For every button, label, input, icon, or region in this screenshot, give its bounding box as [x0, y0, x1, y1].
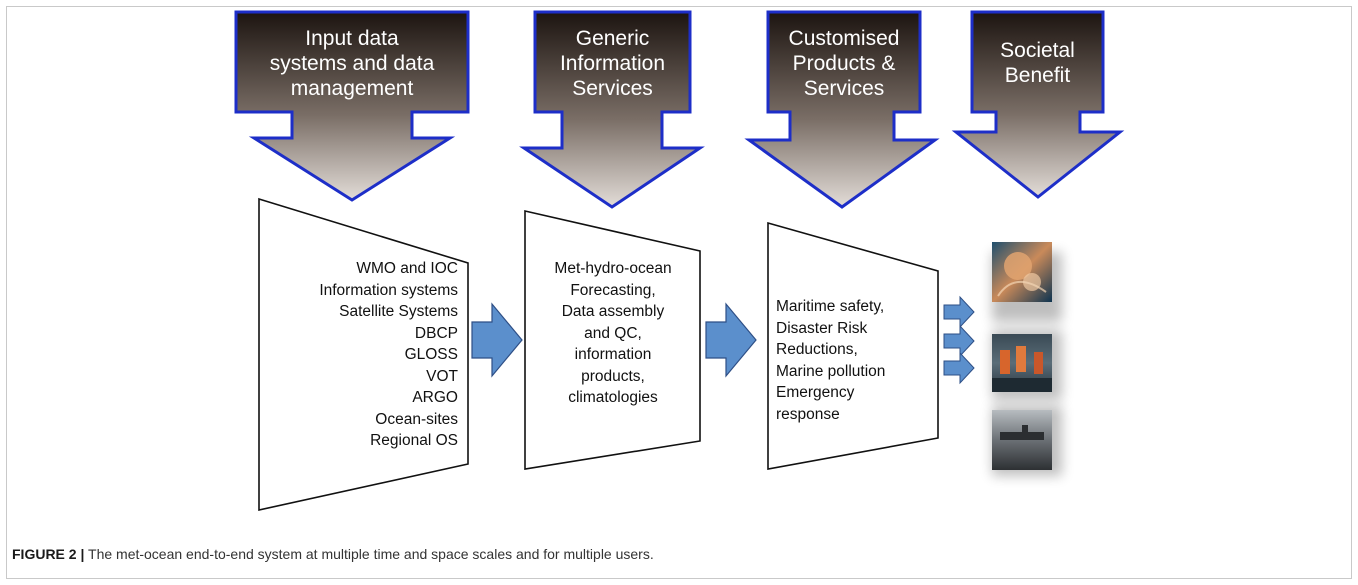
- benefit-arrow-1: [943, 295, 975, 329]
- flow-arrow-1: [471, 302, 523, 378]
- ship-at-sea-photo: [992, 410, 1052, 470]
- stage-box-input: [258, 197, 469, 511]
- benefit-arrow-2: [943, 324, 975, 358]
- flow-diagram: [234, 10, 1125, 511]
- flow-arrow-2: [705, 302, 757, 378]
- figure-frame: [6, 6, 1352, 579]
- caption-text: The met-ocean end-to-end system at multi…: [84, 546, 654, 562]
- stage-text-customised: Maritime safety, Disaster Risk Reduction…: [776, 298, 886, 423]
- header-label-societal: Societal Benefit: [1000, 39, 1075, 87]
- header-label-input-data: Input data systems and data management: [269, 26, 435, 100]
- stage-box-customised: [767, 221, 939, 470]
- benefit-arrow-3: [943, 351, 975, 385]
- caption-label: FIGURE 2 |: [12, 546, 85, 562]
- header-label-customised: Customised Products & Services: [788, 26, 900, 100]
- header-customised: [744, 10, 940, 209]
- header-label-generic-info: Generic Information Services: [559, 26, 666, 100]
- stage-text-input: WMO and IOC Information systems Satellit…: [319, 260, 458, 449]
- stage-text-generic: Met-hydro-ocean Forecasting, Data assemb…: [554, 260, 672, 406]
- figure-caption: FIGURE 2 | The met-ocean end-to-end syst…: [12, 546, 654, 562]
- stage-box-generic: [524, 209, 701, 470]
- header-generic-info: [519, 10, 705, 209]
- header-input-data: [234, 10, 470, 202]
- header-societal: [951, 10, 1125, 199]
- ocean-workers-photo: [992, 334, 1052, 392]
- marine-life-photo: [992, 242, 1052, 302]
